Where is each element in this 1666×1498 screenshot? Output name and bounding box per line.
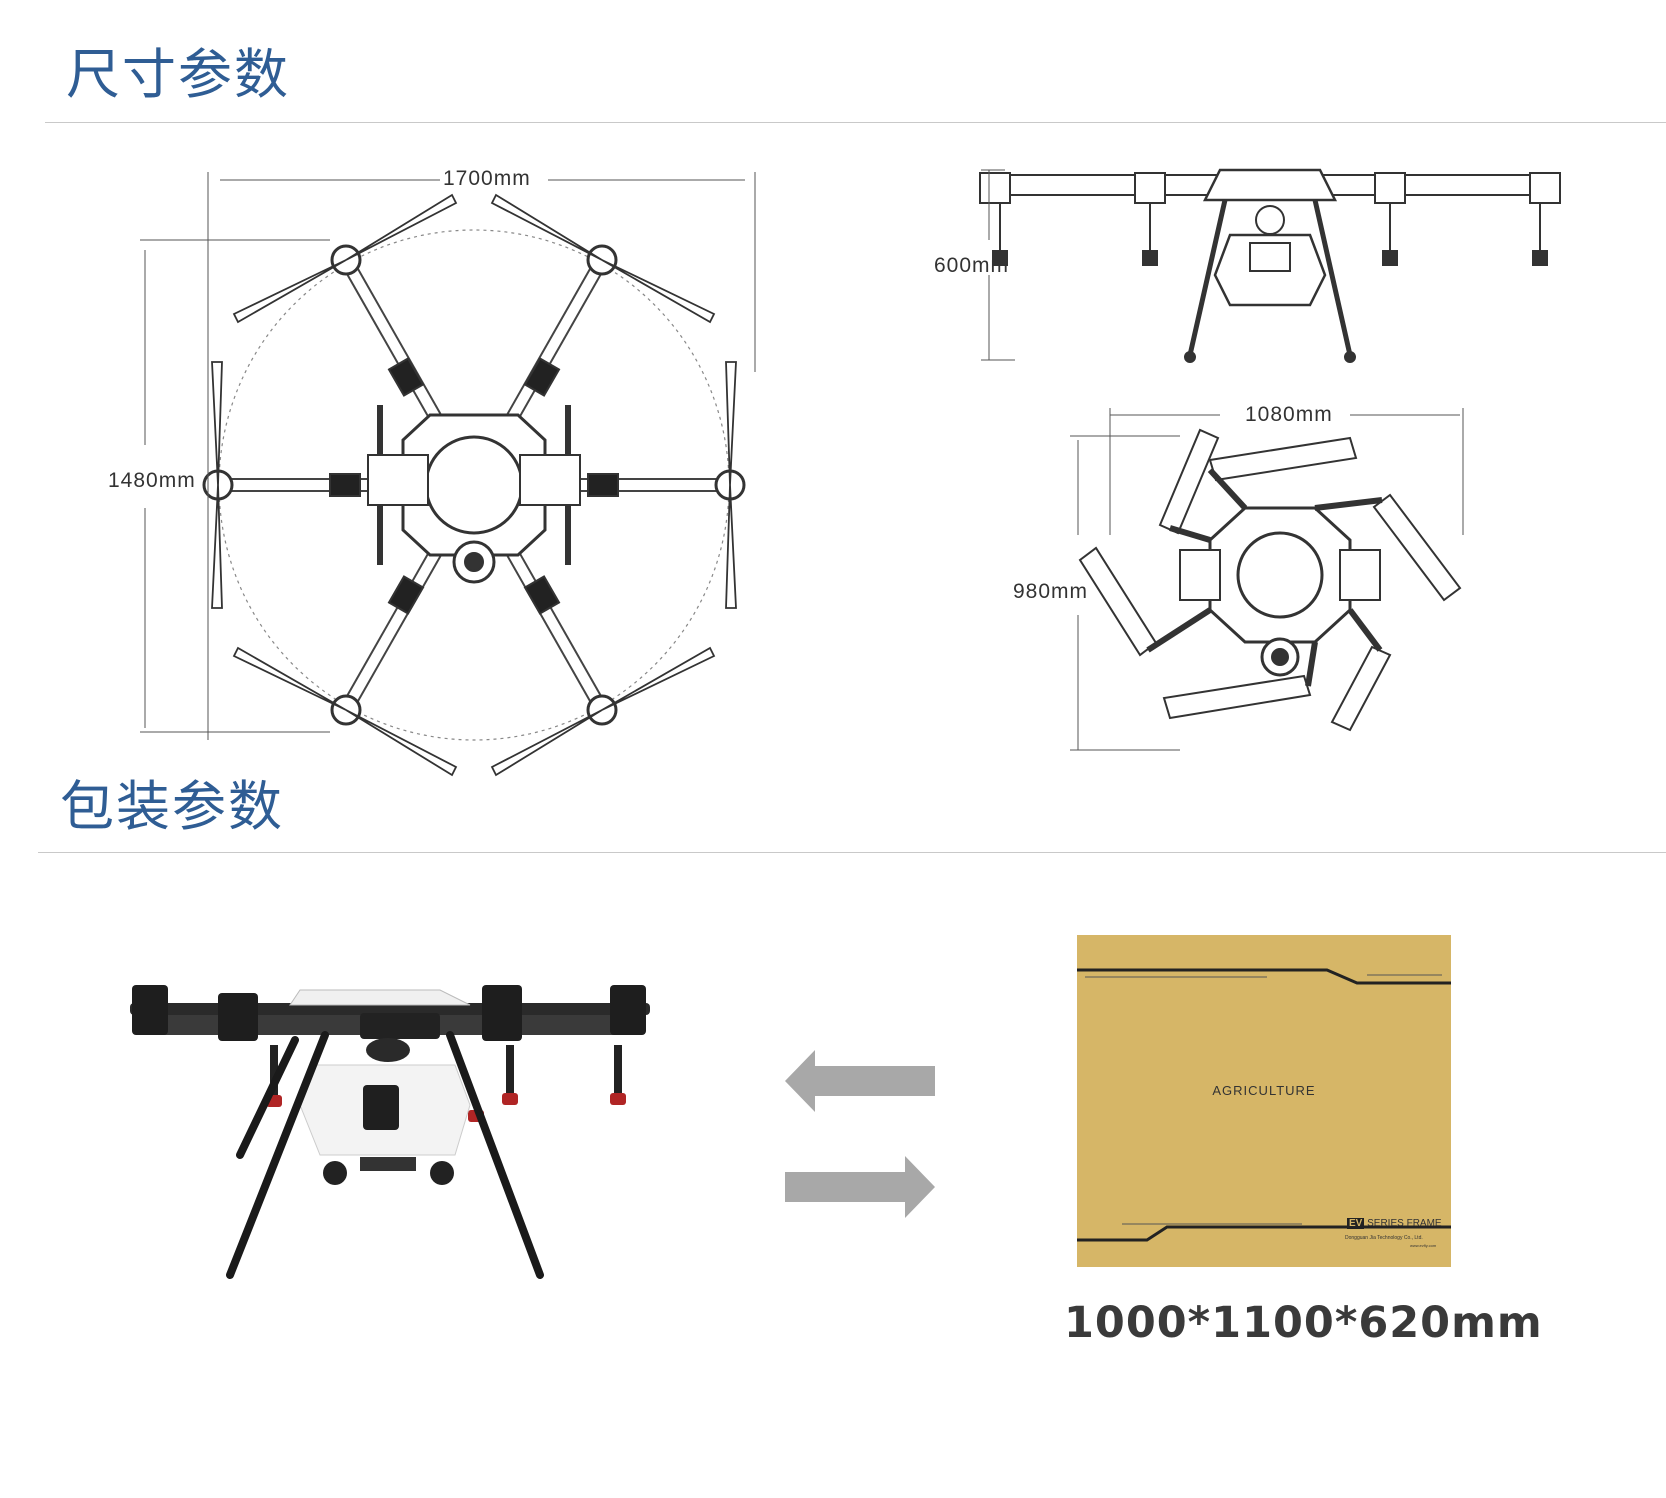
drone-top-view-drawing (140, 172, 756, 777)
drone-product-image (130, 985, 650, 1279)
ev-logo-badge: EV (1347, 1218, 1365, 1229)
folded-width-label: 1080mm (1245, 403, 1333, 426)
arrow-left-icon (785, 1050, 935, 1112)
packaging-divider (38, 852, 1666, 853)
unfolded-length-label: 1480mm (108, 469, 196, 492)
unfolded-width-label: 1700mm (443, 167, 531, 190)
box-company: Dongguan Jia Technology Co., Ltd. (1345, 1235, 1423, 1241)
box-series-row: EV SERIES FRAME (1347, 1218, 1442, 1229)
box-decor-lines (1077, 968, 1451, 1242)
box-label: AGRICULTURE (1212, 1083, 1316, 1098)
packaging-box: AGRICULTURE EV SERIES FRAME Dongguan Jia… (1077, 935, 1451, 1267)
folded-dimension-lines (1070, 408, 1464, 751)
drone-side-view-drawing (979, 168, 1561, 363)
arrow-right-icon (785, 1156, 935, 1218)
box-url: www.evfly.com (1410, 1243, 1437, 1248)
box-size-label: 1000*1100*620mm (1064, 1298, 1543, 1348)
packaging-section-title: 包装参数 (60, 775, 284, 838)
height-dimension-line (981, 169, 1015, 361)
height-label: 600mm (934, 254, 1010, 277)
dimensions-section-title: 尺寸参数 (66, 43, 290, 106)
dimensions-divider (45, 122, 1666, 123)
box-series: SERIES FRAME (1367, 1218, 1442, 1229)
drone-folded-view-drawing (1078, 428, 1462, 732)
folded-length-label: 980mm (1013, 580, 1089, 603)
